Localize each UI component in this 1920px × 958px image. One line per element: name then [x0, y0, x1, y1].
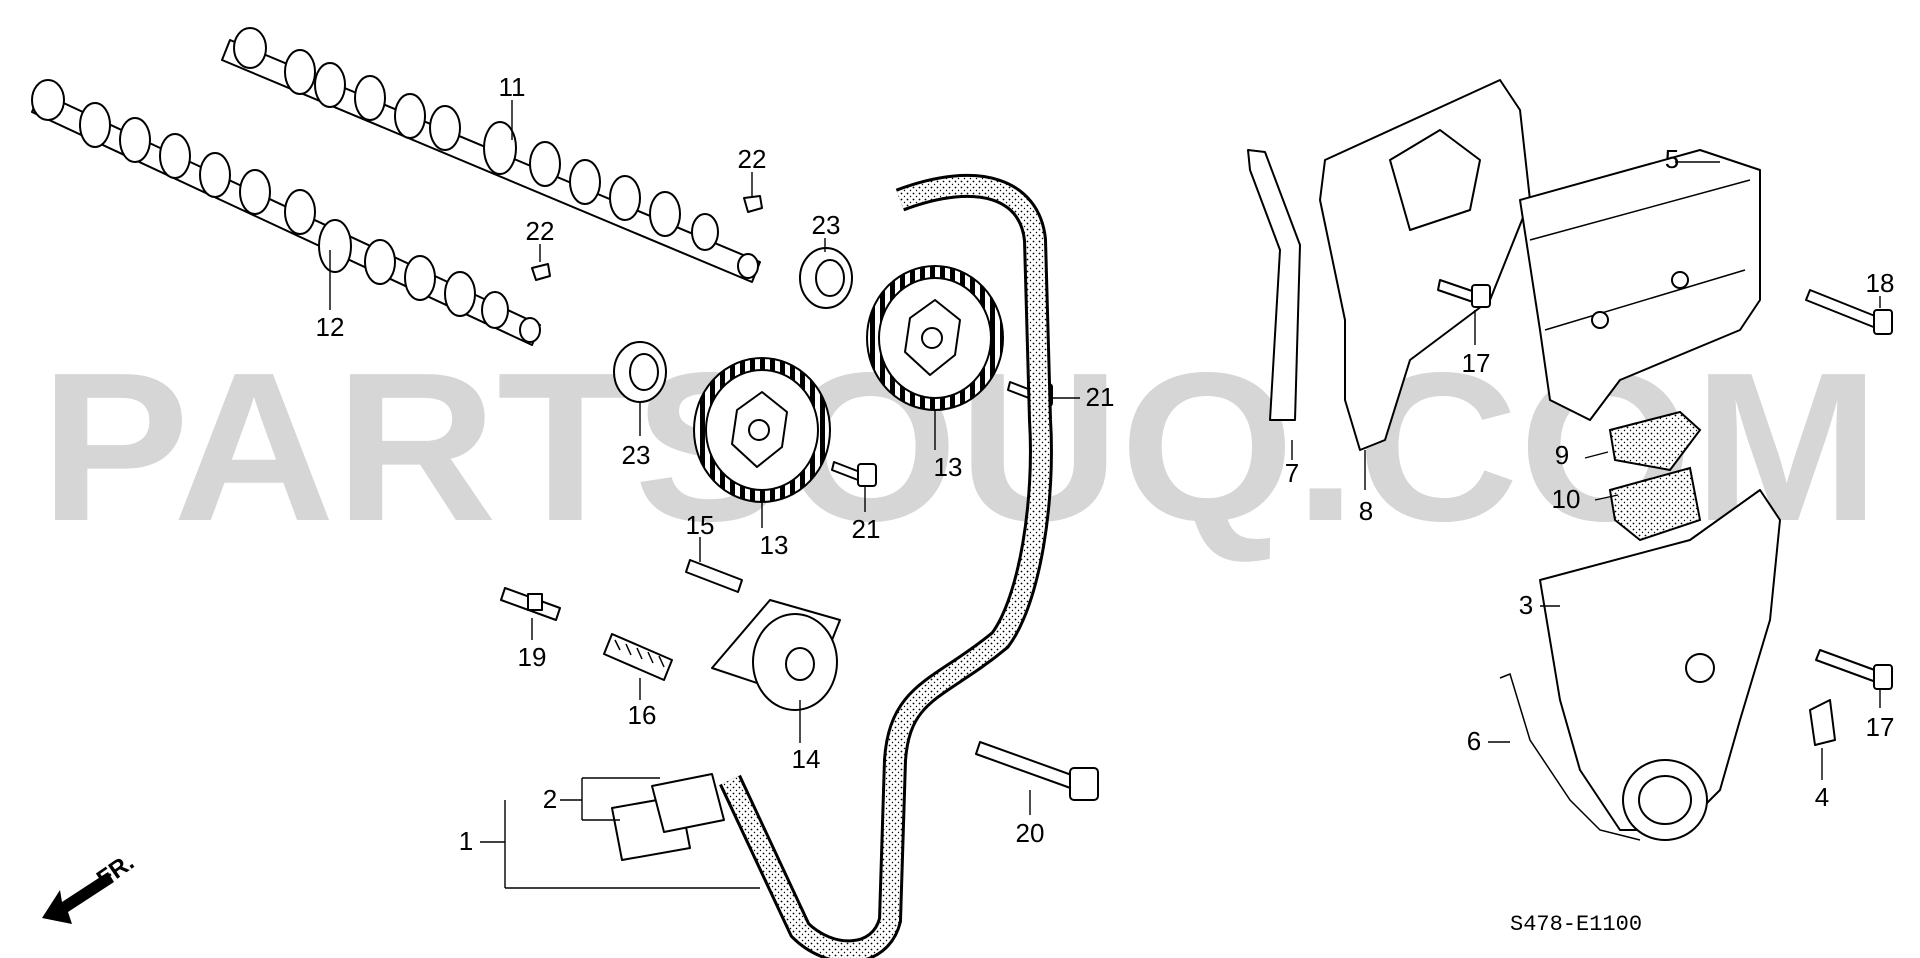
callout-16: 16: [628, 700, 657, 730]
cover-bolt-upper[interactable]: [1437, 279, 1491, 308]
callout-22-lower: 22: [526, 216, 555, 246]
lower-cover-gasket[interactable]: [1499, 672, 1641, 841]
tensioner-bolt[interactable]: [975, 741, 1099, 801]
cover-bolt-lower[interactable]: [1815, 649, 1893, 690]
cover-seal-upper[interactable]: [1608, 410, 1702, 472]
callout-3: 3: [1519, 590, 1533, 620]
callout-2: 2: [543, 784, 557, 814]
leader-lines: [329, 100, 1881, 889]
callout-20: 20: [1016, 818, 1045, 848]
callout-23-lower: 23: [622, 440, 651, 470]
pulley-bolt-lower[interactable]: [831, 461, 877, 487]
callout-7: 7: [1285, 458, 1299, 488]
woodruff-key-lower[interactable]: [531, 263, 551, 281]
callout-21-lower: 21: [852, 514, 881, 544]
callout-13-left: 13: [760, 530, 789, 560]
callout-4: 4: [1815, 782, 1829, 812]
caution-labels[interactable]: [611, 773, 725, 861]
callout-1: 1: [459, 826, 473, 856]
callout-14: 14: [792, 744, 821, 774]
cover-bolt-long[interactable]: [1805, 289, 1893, 335]
tensioner-pulley[interactable]: [711, 599, 841, 711]
woodruff-key-upper[interactable]: [743, 195, 763, 213]
cam-pulley-left[interactable]: [693, 357, 831, 503]
callout-15: 15: [686, 510, 715, 540]
callout-19: 19: [518, 642, 547, 672]
front-arrow-icon: [42, 872, 114, 924]
idler-stud[interactable]: [500, 587, 561, 621]
camshaft-lower[interactable]: [31, 79, 541, 346]
adjust-stud[interactable]: [685, 559, 743, 593]
callout-21-upper: 21: [1086, 382, 1115, 412]
upper-cover[interactable]: [1519, 149, 1761, 421]
cam-pulley-right[interactable]: [866, 265, 1004, 411]
camshaft-upper[interactable]: [221, 27, 761, 283]
front-arrow: FR.: [42, 849, 139, 924]
callout-18: 18: [1866, 268, 1895, 298]
tensioner-spring[interactable]: [603, 633, 673, 681]
lower-cover[interactable]: [1539, 489, 1781, 841]
back-cover-gasket[interactable]: [1247, 149, 1301, 421]
callout-17-upper: 17: [1462, 348, 1491, 378]
back-cover-upper[interactable]: [1319, 79, 1531, 451]
callout-12: 12: [316, 312, 345, 342]
callout-23-upper: 23: [812, 210, 841, 240]
callout-11: 11: [499, 72, 526, 102]
callout-17-lower: 17: [1866, 712, 1895, 742]
oil-seal-right[interactable]: [799, 247, 853, 309]
callout-13-right: 13: [934, 452, 963, 482]
oil-seal-left[interactable]: [613, 341, 667, 403]
callout-10: 10: [1552, 484, 1581, 514]
callout-labels: 11 12 22 22 23 23 13 13 21 21 15 19 16 1…: [316, 72, 1895, 856]
callout-9: 9: [1555, 440, 1569, 470]
diagram-code: S478-E1100: [1510, 912, 1642, 937]
callout-22-upper: 22: [738, 144, 767, 174]
callout-5: 5: [1665, 144, 1679, 174]
timing-belt[interactable]: [719, 174, 1053, 958]
callout-8: 8: [1359, 496, 1373, 526]
cover-seal-lower[interactable]: [1608, 466, 1702, 542]
callout-6: 6: [1467, 726, 1481, 756]
grommet[interactable]: [1809, 699, 1836, 746]
